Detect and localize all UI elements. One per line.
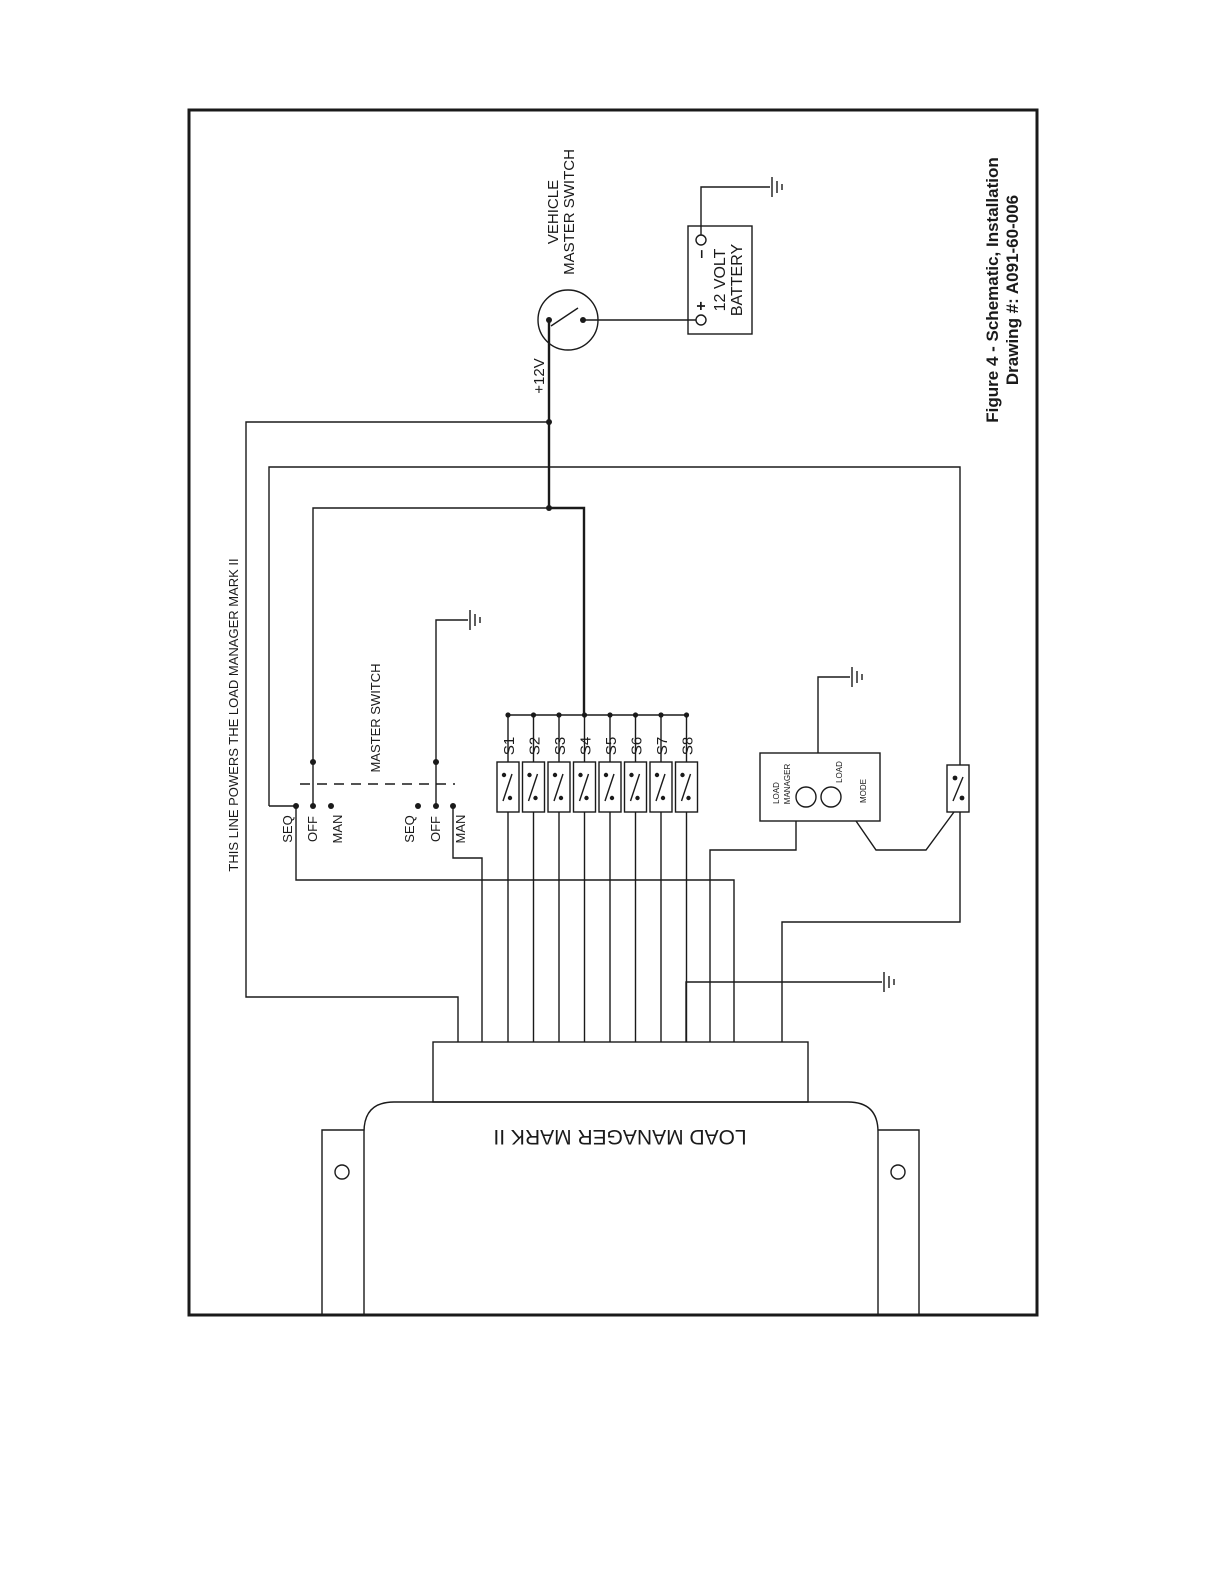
switch-s1: S1 <box>497 712 519 1042</box>
power-line-note: THIS LINE POWERS THE LOAD MANAGER MARK I… <box>226 558 241 871</box>
panel-mode-label: MODE <box>859 779 868 803</box>
load-indicator-light <box>796 787 816 807</box>
aux-switch-link-wire <box>856 812 954 850</box>
pos-a-man: MAN <box>330 815 345 844</box>
battery-minus-terminal: – <box>693 249 710 258</box>
switch-s5: S5 <box>599 712 621 1042</box>
switch-label-s7: S7 <box>654 737 671 755</box>
plus-12v-label: +12V <box>531 358 548 393</box>
wiring-connector <box>433 1042 808 1102</box>
switch-label-s2: S2 <box>527 737 544 755</box>
switch-s4: S4 <box>574 712 596 1042</box>
master-switch-ground-wire <box>436 620 468 762</box>
aux-switch-output-wire <box>782 812 960 1042</box>
mounting-hole-left <box>335 1165 349 1179</box>
vehicle-switch-label-line2: MASTER SWITCH <box>561 149 578 275</box>
switch-label-s6: S6 <box>629 737 646 755</box>
pos-a-off: OFF <box>305 816 320 842</box>
plus12v-trunk <box>549 320 584 715</box>
switch-s2: S2 <box>523 712 545 1042</box>
power-feed-line <box>246 422 549 1042</box>
mounting-hole-right <box>891 1165 905 1179</box>
unit-label: LOAD MANAGER MARK II <box>493 1125 746 1148</box>
mounting-flange-right <box>878 1130 919 1315</box>
switch-label-s5: S5 <box>603 737 620 755</box>
switch-s7: S7 <box>650 712 672 1042</box>
master-switch-label: MASTER SWITCH <box>368 663 383 772</box>
panel-label-line1: LOAD <box>772 782 781 804</box>
mode-button <box>821 787 841 807</box>
aux-toggle-switch <box>947 765 969 812</box>
seq-line <box>296 806 734 1042</box>
ground-icon <box>772 177 782 197</box>
switch-s6: S6 <box>625 712 647 1042</box>
mounting-flange-left <box>322 1130 364 1315</box>
battery-label-line1: 12 VOLT <box>712 248 729 311</box>
panel-label-line2: MANAGER <box>783 764 792 805</box>
master-switch-pole-a <box>269 762 334 809</box>
switch-label-s1: S1 <box>501 737 518 755</box>
figure-caption-title: Figure 4 - Schematic, Installation <box>983 157 1002 422</box>
panel-ground-wire <box>818 677 850 753</box>
figure-caption-drawing-number: Drawing #: A091-60-006 <box>1003 195 1022 385</box>
master-off-feed-line <box>313 508 549 762</box>
vehicle-switch-label-line1: VEHICLE <box>545 180 562 244</box>
pos-b-off: OFF <box>428 816 443 842</box>
switch-s3: S3 <box>548 712 570 1042</box>
switch-label-s4: S4 <box>578 737 595 755</box>
switch-label-s8: S8 <box>680 737 697 755</box>
battery-negative-wire <box>701 187 770 235</box>
battery-plus-terminal: + <box>693 301 710 310</box>
panel-load-label: LOAD <box>835 761 844 783</box>
battery-label-line2: BATTERY <box>729 244 746 317</box>
pos-a-seq: SEQ <box>280 815 295 842</box>
connector-ground-wire <box>686 982 882 1042</box>
ground-icon <box>884 972 894 992</box>
panel-signal-wire <box>710 821 796 1042</box>
switch-label-s3: S3 <box>552 737 569 755</box>
pos-b-man: MAN <box>453 815 468 844</box>
pos-b-seq: SEQ <box>402 815 417 842</box>
switch-bank: S1 S2 S3 S4 S5 S6 S7 S8 <box>497 712 698 1042</box>
ground-icon <box>852 667 862 687</box>
ground-icon <box>470 610 480 630</box>
